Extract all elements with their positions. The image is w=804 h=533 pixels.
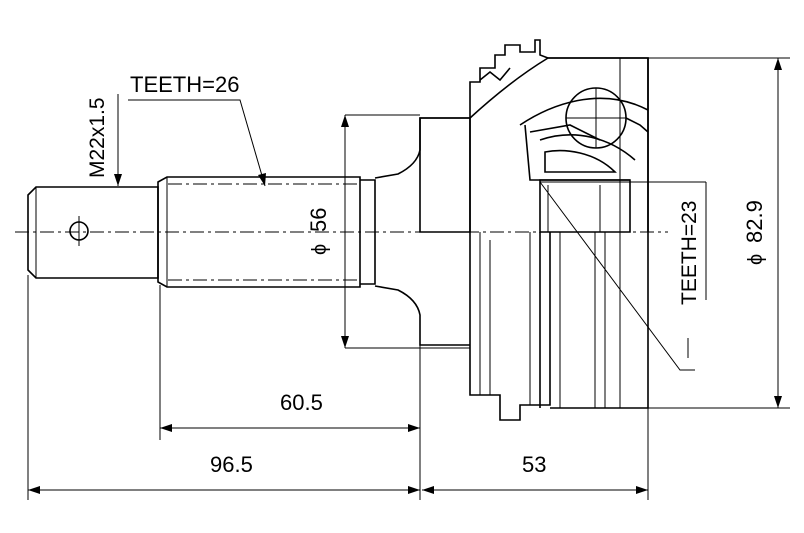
splined-shaft xyxy=(157,176,376,288)
dia-56-value: 56 xyxy=(306,208,331,232)
teeth-outer-leader xyxy=(128,99,266,187)
dim-60-5-label: 60.5 xyxy=(280,390,323,415)
dim-dia-56: ϕ 56 xyxy=(306,115,349,348)
dia-82-9-phi: ϕ xyxy=(745,254,767,265)
ball xyxy=(565,87,649,149)
dia-82-9-value: 82.9 xyxy=(742,200,767,243)
teeth-outer-label: TEETH=26 xyxy=(130,72,239,97)
thread-leader xyxy=(114,94,122,186)
dia-56-phi: ϕ xyxy=(309,244,331,255)
dim-53-label: 53 xyxy=(522,452,546,477)
dim-96-5-label: 96.5 xyxy=(210,452,253,477)
seal-top xyxy=(469,39,649,232)
teeth-inner-label: TEETH=23 xyxy=(678,201,701,305)
dim-spline-length: 60.5 xyxy=(159,285,421,500)
thread-label: M22x1.5 xyxy=(86,97,109,178)
dim-dia-82-9: ϕ 82.9 xyxy=(648,57,790,409)
dim-total-shaft: 96.5 xyxy=(27,275,420,500)
joint-body xyxy=(345,114,551,421)
teeth-inner-leader xyxy=(539,181,707,371)
dim-housing-length: 53 xyxy=(422,408,649,500)
inner-race xyxy=(539,179,631,408)
